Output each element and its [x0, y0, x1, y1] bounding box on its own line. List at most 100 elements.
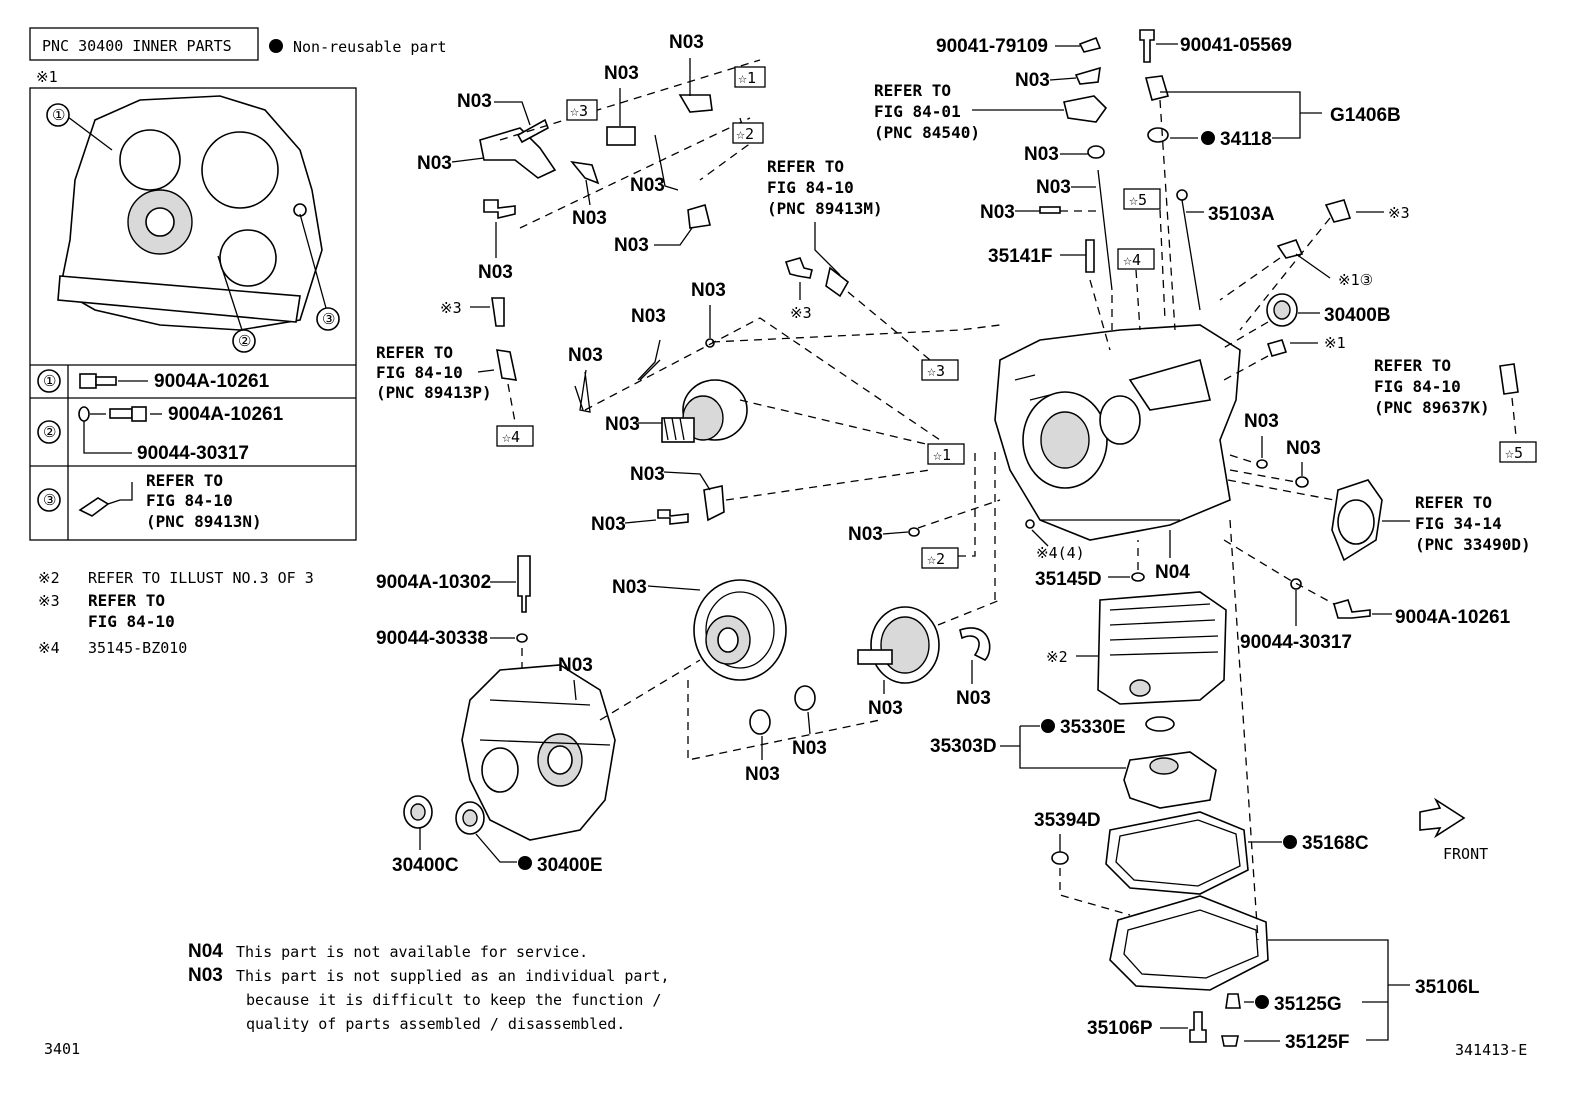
- label-n03-r: N03: [980, 202, 1015, 223]
- mark-x4-4: ※4(4): [1036, 544, 1085, 562]
- ref-33490d-3: (PNC 33490D): [1415, 535, 1531, 554]
- label-n03-k: N03: [691, 280, 726, 301]
- label-35125f: 35125F: [1285, 1032, 1349, 1053]
- label-n03-c: N03: [572, 208, 607, 229]
- mark-x3-b: ※3: [790, 304, 812, 322]
- inset-mark: ※1: [36, 68, 58, 86]
- footnote-code-n03: N03: [188, 965, 223, 986]
- differential-gear-lower: [693, 579, 787, 681]
- label-n03-aa: N03: [745, 764, 780, 785]
- ref-89413m-1: REFER TO: [767, 157, 844, 176]
- header-legend: Non-reusable part: [293, 38, 447, 56]
- inset-row2-part1: 9004A-10261: [168, 404, 284, 425]
- corner-code-left: 3401: [44, 1040, 80, 1058]
- label-n03-u: N03: [848, 524, 883, 545]
- ref-84540-3: (PNC 84540): [874, 123, 980, 142]
- label-90044-30317: 90044-30317: [1240, 632, 1352, 653]
- corner-code-right: 341413-E: [1455, 1041, 1527, 1059]
- label-9004a-10261: 9004A-10261: [1395, 607, 1511, 628]
- label-n03-i: N03: [568, 345, 603, 366]
- star-5-right: ☆5: [1505, 444, 1523, 462]
- inset-row1-num: ①: [43, 372, 56, 390]
- label-n03-v: N03: [558, 655, 593, 676]
- label-35145d: 35145D: [1035, 569, 1102, 590]
- mark-x1-b: ※1: [1324, 334, 1346, 352]
- star-4-upper: ☆4: [1123, 251, 1141, 269]
- label-34118: 34118: [1220, 129, 1272, 150]
- inset-housing-drawing: [57, 95, 323, 331]
- label-35330e: 35330E: [1060, 717, 1126, 738]
- label-n03-l: N03: [605, 414, 640, 435]
- star-3-top: ☆3: [570, 102, 588, 120]
- label-n03-f: N03: [630, 175, 665, 196]
- mark-x3-c: ※3: [1388, 204, 1410, 222]
- label-n03-d: N03: [604, 63, 639, 84]
- inset-row3-ref-3: (PNC 89413N): [146, 512, 262, 531]
- label-n03-g: N03: [614, 235, 649, 256]
- label-35125g: 35125G: [1274, 994, 1342, 1015]
- converter-housing: [461, 664, 616, 841]
- ref-89413p-2: FIG 84-10: [376, 363, 463, 382]
- ref-89413m-2: FIG 84-10: [767, 178, 854, 197]
- note-mark-4: ※4: [38, 639, 60, 657]
- label-n03-w: N03: [612, 577, 647, 598]
- label-35168c: 35168C: [1302, 833, 1369, 854]
- label-n03-s: N03: [1244, 411, 1279, 432]
- label-35106p: 35106P: [1087, 1018, 1153, 1039]
- note-text-3a: REFER TO: [88, 591, 165, 610]
- label-n03-e: N03: [669, 32, 704, 53]
- label-35141f: 35141F: [988, 246, 1052, 267]
- ref-84540-1: REFER TO: [874, 81, 951, 100]
- star-1-mid: ☆1: [933, 446, 951, 464]
- non-reusable-dot-icon: [269, 39, 283, 53]
- mark-x2: ※2: [1046, 648, 1068, 666]
- label-35394d: 35394D: [1034, 810, 1101, 831]
- label-90041-79109: 90041-79109: [936, 36, 1048, 57]
- label-n03-o: N03: [1015, 70, 1050, 91]
- label-n03-m: N03: [630, 464, 665, 485]
- planetary-gear: [857, 606, 940, 684]
- star-2-mid: ☆2: [927, 550, 945, 568]
- label-30400c: 30400C: [392, 855, 459, 876]
- label-30400e: 30400E: [537, 855, 603, 876]
- inset-callout-3: ③: [322, 310, 335, 328]
- label-n04: N04: [1155, 562, 1190, 583]
- pan-gasket: [1105, 811, 1249, 895]
- label-35106l: 35106L: [1415, 977, 1480, 998]
- valve-body: [1097, 591, 1227, 705]
- inset-callout-1: ①: [52, 106, 65, 124]
- inset-row3-ref-1: REFER TO: [146, 471, 223, 490]
- differential-gear-upper: [661, 379, 748, 443]
- label-n03-n: N03: [591, 514, 626, 535]
- inset-row1-part: 9004A-10261: [154, 371, 270, 392]
- note-text-2: REFER TO ILLUST NO.3 OF 3: [88, 569, 314, 587]
- ref-89637k-1: REFER TO: [1374, 356, 1451, 375]
- footnote-text-n03-1: This part is not supplied as an individu…: [236, 967, 669, 985]
- oil-filter: [1123, 751, 1217, 809]
- footnote-text-n04: This part is not available for service.: [236, 943, 588, 961]
- label-n03-h: N03: [478, 262, 513, 283]
- header-title: PNC 30400 INNER PARTS: [42, 37, 232, 55]
- label-n03-a: N03: [417, 153, 452, 174]
- note-text-3b: FIG 84-10: [88, 612, 175, 631]
- label-n03-p: N03: [1024, 144, 1059, 165]
- ref-33490d-1: REFER TO: [1415, 493, 1492, 512]
- transaxle-housing: [994, 324, 1241, 541]
- ref-89413p-3: (PNC 89413P): [376, 383, 492, 402]
- inset-row3-ref-2: FIG 84-10: [146, 491, 233, 510]
- front-arrow-icon: [1419, 797, 1466, 839]
- label-90044-30338: 90044-30338: [376, 628, 488, 649]
- footnote-code-n04: N04: [188, 941, 223, 962]
- label-35103a: 35103A: [1208, 204, 1275, 225]
- label-35303d: 35303D: [930, 736, 997, 757]
- mark-x3-a: ※3: [440, 299, 462, 317]
- star-2-top: ☆2: [736, 125, 754, 143]
- inset-row2-num: ②: [43, 423, 56, 441]
- label-30400b: 30400B: [1324, 305, 1391, 326]
- label-n03-y: N03: [956, 688, 991, 709]
- label-g1406b: G1406B: [1330, 105, 1401, 126]
- footnote-text-n03-3: quality of parts assembled / disassemble…: [246, 1015, 625, 1033]
- footnote-text-n03-2: because it is difficult to keep the func…: [246, 991, 661, 1009]
- mark-x1-c3: ※1③: [1338, 271, 1373, 289]
